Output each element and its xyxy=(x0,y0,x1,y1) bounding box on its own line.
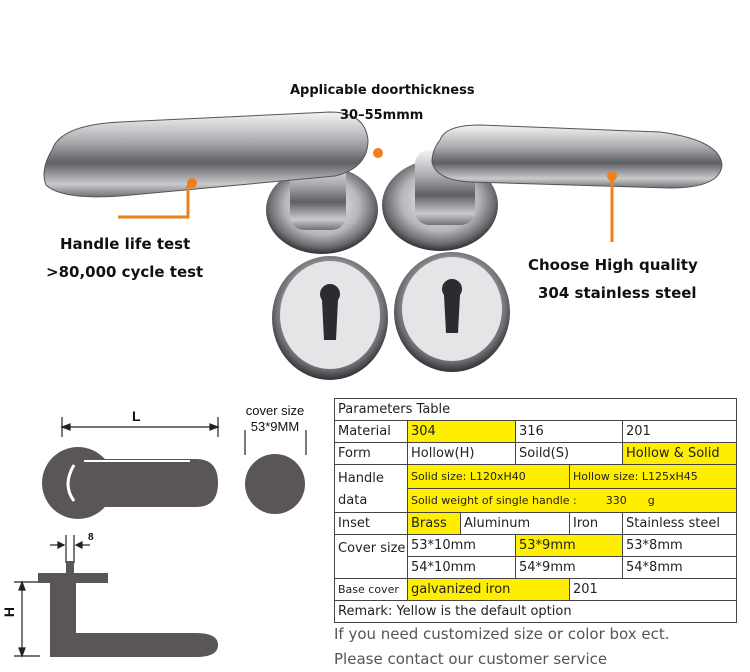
quality-value: 304 stainless steel xyxy=(538,284,697,302)
table-row: Handle data Solid size: L120xH40 Hollow … xyxy=(334,464,738,513)
table-row: Material 304 316 201 xyxy=(334,420,738,443)
cover-size-value: 53*9MM xyxy=(250,419,300,434)
form-option-hollow: Hollow(H) xyxy=(407,442,516,465)
right-handle-image xyxy=(382,124,723,251)
table-row: Parameters Table xyxy=(333,398,738,421)
material-label: Material xyxy=(334,420,408,443)
inset-option-aluminum: Aluminum xyxy=(460,512,570,535)
door-thickness-label: Applicable doorthickness xyxy=(290,83,475,98)
left-handle-image xyxy=(43,111,378,254)
callout-lines xyxy=(118,180,614,242)
cover-option: 53*8mm xyxy=(621,534,738,557)
life-test-value: >80,000 cycle test xyxy=(46,263,204,281)
inset-label: Inset xyxy=(334,512,408,535)
form-option-hollow-solid: Hollow & Solid xyxy=(621,442,738,465)
cover-option-default: 53*9mm xyxy=(515,534,623,557)
contact-note: Please contact our customer service xyxy=(334,650,608,668)
base-cover-option-galvanized: galvanized iron xyxy=(407,578,570,601)
dimension-width-label: 8 xyxy=(88,532,94,543)
solid-weight-unit: g xyxy=(647,494,655,507)
parameters-table: Parameters Table Material 304 316 201 Fo… xyxy=(333,398,738,623)
cover-option: 53*10mm xyxy=(407,534,516,557)
table-title: Parameters Table xyxy=(333,398,738,421)
customization-note: If you need customized size or color box… xyxy=(334,625,670,643)
dimension-height-label: H xyxy=(1,606,18,618)
handle-front-view xyxy=(42,447,305,519)
material-option-304: 304 xyxy=(407,420,516,443)
dimension-length-label: L xyxy=(132,408,141,424)
cover-option: 54*9mm xyxy=(515,556,623,579)
quality-label: Choose High quality xyxy=(528,256,698,274)
life-test-label: Handle life test xyxy=(60,235,191,253)
door-thickness-value: 30–55mmm xyxy=(340,108,424,123)
callout-dots xyxy=(187,148,617,188)
product-photo xyxy=(43,111,723,380)
table-row: Form Hollow(H) Soild(S) Hollow & Solid xyxy=(334,442,738,465)
cover-option: 54*10mm xyxy=(407,556,516,579)
form-label: Form xyxy=(334,442,408,465)
table-row: Cover size 53*10mm 53*9mm 53*8mm xyxy=(334,534,738,579)
table-remark: Remark: Yellow is the default option xyxy=(333,600,738,623)
solid-weight: Solid weight of single handle : 330 g xyxy=(406,488,738,513)
cover-size-label: cover size xyxy=(245,403,305,418)
inset-option-brass: Brass xyxy=(407,512,461,535)
solid-weight-label: Solid weight of single handle : xyxy=(411,494,577,507)
form-option-solid: Soild(S) xyxy=(515,442,623,465)
table-row: Base cover galvanized iron 201 xyxy=(334,578,738,601)
handle-side-view xyxy=(38,561,218,657)
right-escutcheon-image xyxy=(394,252,510,372)
table-row: Inset Brass Aluminum Iron Stainless stee… xyxy=(334,512,738,535)
solid-size: Solid size: L120xH40 xyxy=(407,464,570,489)
cover-size-row-label: Cover size xyxy=(334,534,408,579)
left-escutcheon-image xyxy=(272,256,388,380)
handle-data-label: Handle data xyxy=(334,464,408,513)
dimension-drawing xyxy=(14,417,307,658)
hollow-size: Hollow size: L125xH45 xyxy=(568,464,738,489)
inset-option-iron: Iron xyxy=(569,512,623,535)
solid-weight-value: 330 xyxy=(605,494,627,507)
material-option-316: 316 xyxy=(515,420,623,443)
cover-option: 54*8mm xyxy=(621,556,738,579)
inset-option-stainless: Stainless steel xyxy=(621,512,738,535)
handle-data-label-line1: Handle xyxy=(338,471,384,486)
base-cover-option-201: 201 xyxy=(568,578,738,601)
handle-data-label-line2: data xyxy=(338,493,368,508)
material-option-201: 201 xyxy=(621,420,738,443)
table-row: Remark: Yellow is the default option xyxy=(333,600,738,623)
base-cover-label: Base cover xyxy=(334,578,408,601)
